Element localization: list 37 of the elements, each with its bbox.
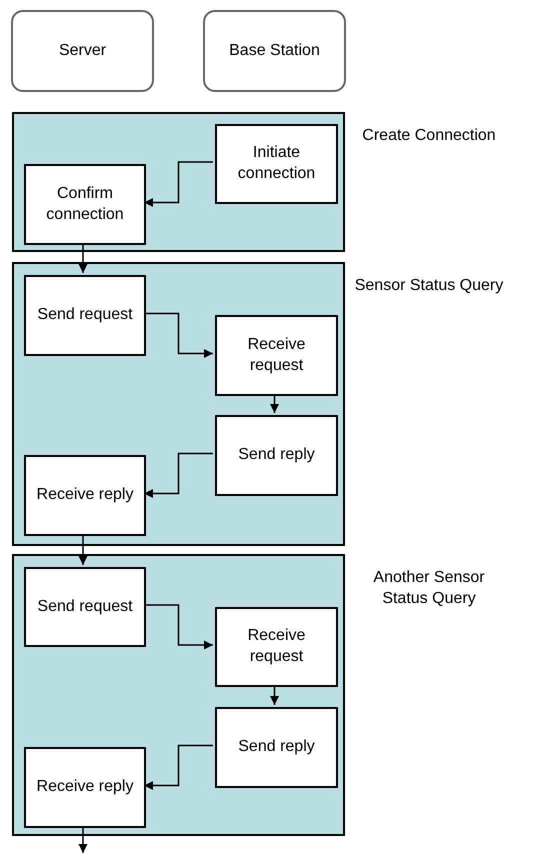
process-box: [24, 275, 146, 356]
phase-title: Another Sensor Status Query: [372, 568, 486, 609]
process-box: [215, 315, 338, 396]
arrow: [270, 685, 279, 705]
arrow: [144, 452, 213, 498]
arrow: [144, 161, 213, 207]
actor-box: [203, 10, 346, 92]
arrow: [78, 534, 88, 565]
box-label: Send reply: [237, 737, 316, 758]
box-label: Initiate connection: [236, 143, 316, 184]
phase-title: Create Connection: [361, 126, 497, 146]
box-label: Receive request: [246, 334, 306, 376]
box-label: Receive reply: [36, 485, 134, 506]
process-box: [215, 124, 338, 204]
process-box: [215, 607, 338, 687]
arrow: [144, 744, 213, 790]
box-label: Confirm connection: [45, 184, 125, 224]
box-label: Base Station: [228, 40, 321, 61]
process-box: [215, 415, 338, 496]
box-label: Receive reply: [36, 777, 134, 798]
box-label: Send request: [36, 596, 134, 617]
actor-box: [11, 10, 154, 92]
arrow: [78, 826, 88, 853]
box-label: Send request: [36, 305, 134, 326]
process-box: [24, 164, 146, 245]
process-box: [215, 707, 338, 788]
process-box: [24, 567, 146, 647]
arrow: [270, 394, 279, 413]
box-label: Receive request: [246, 626, 306, 667]
phase-title: Sensor Status Query: [354, 276, 504, 296]
box-label: Send reply: [237, 445, 316, 466]
arrow: [78, 243, 88, 273]
process-box: [24, 747, 146, 828]
arrow: [144, 312, 213, 358]
arrow: [144, 604, 213, 650]
process-box: [24, 455, 146, 536]
box-label: Server: [58, 40, 108, 61]
